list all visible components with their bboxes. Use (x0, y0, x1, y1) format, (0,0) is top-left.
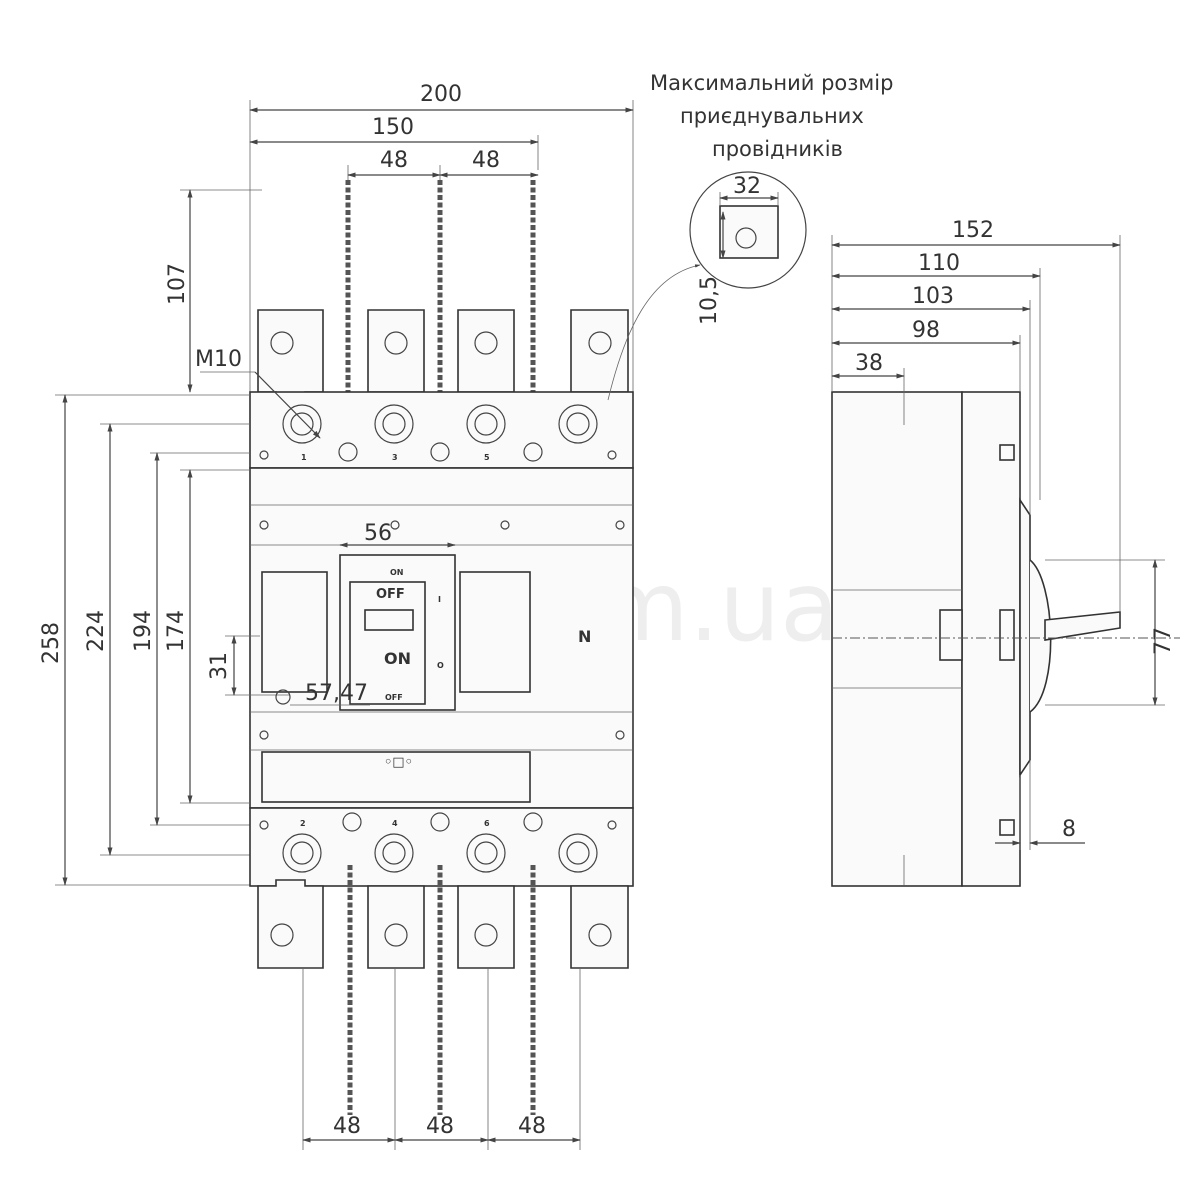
left-window (261, 571, 328, 693)
terminal-label-5: 5 (484, 453, 490, 462)
note-line-3: провідників (712, 137, 843, 161)
dim-31: 31 (207, 652, 232, 680)
handle-label-off: OFF (376, 587, 405, 602)
handle (349, 581, 426, 705)
dim-48-bottom-1: 48 (333, 1114, 361, 1139)
dim-38: 38 (855, 351, 883, 376)
dim-48-bottom-2: 48 (426, 1114, 454, 1139)
note-line-1: Максимальний розмір (650, 71, 893, 95)
dim-152: 152 (952, 218, 994, 243)
thread-label-m10: M10 (195, 347, 242, 372)
dim-174: 174 (164, 610, 189, 652)
dim-48-top-left: 48 (380, 148, 408, 173)
terminal-label-3: 3 (392, 453, 398, 462)
dim-103: 103 (912, 284, 954, 309)
detail-view: 32 10,5 (607, 171, 807, 401)
dim-8: 8 (1062, 817, 1076, 842)
bottom-terminal-screws (259, 812, 617, 873)
terminal-label-1: 1 (301, 453, 307, 462)
dim-48-top-right: 48 (472, 148, 500, 173)
terminal-label-6: 6 (484, 819, 490, 828)
handle-label-on-top: ON (390, 568, 404, 577)
side-handle-boss (1019, 497, 1031, 778)
bottom-terminal-plates (257, 879, 629, 969)
right-window (459, 571, 531, 693)
dim-258: 258 (39, 622, 64, 664)
dim-110: 110 (918, 251, 960, 276)
dim-194: 194 (131, 610, 156, 652)
terminal-label-4: 4 (392, 819, 398, 828)
dim-98: 98 (912, 318, 940, 343)
dim-150: 150 (372, 115, 414, 140)
mark-o: O (437, 661, 444, 670)
neutral-label: N (578, 627, 591, 646)
dim-224: 224 (84, 610, 109, 652)
mark-i: I (438, 595, 441, 604)
front-view: 200 150 48 48 107 (39, 82, 634, 1150)
side-view: 152 110 103 98 38 77 8 (831, 218, 1180, 887)
dim-32: 32 (733, 174, 761, 199)
dim-56: 56 (364, 521, 392, 546)
terminal-label-2: 2 (300, 819, 306, 828)
dim-200: 200 (420, 82, 462, 107)
test-button-symbol: ◦□◦ (384, 755, 413, 770)
note-line-2: приєднувальних (680, 104, 864, 128)
top-terminal-plates (257, 309, 629, 401)
side-handle-lever (1044, 611, 1121, 641)
top-terminal-block (249, 391, 634, 469)
dim-57-47: 57,47 (305, 681, 368, 706)
handle-label-on: ON (384, 649, 411, 668)
dim-48-bottom-3: 48 (518, 1114, 546, 1139)
top-terminal-screws (259, 404, 617, 462)
dim-107: 107 (165, 263, 190, 305)
dim-77: 77 (1151, 627, 1176, 655)
bottom-label-strip (261, 751, 531, 803)
conductor-size-note: Максимальний розмір приєднувальних прові… (650, 71, 893, 161)
handle-label-off-bottom: OFF (385, 693, 403, 702)
dim-10-5: 10,5 (697, 276, 722, 325)
